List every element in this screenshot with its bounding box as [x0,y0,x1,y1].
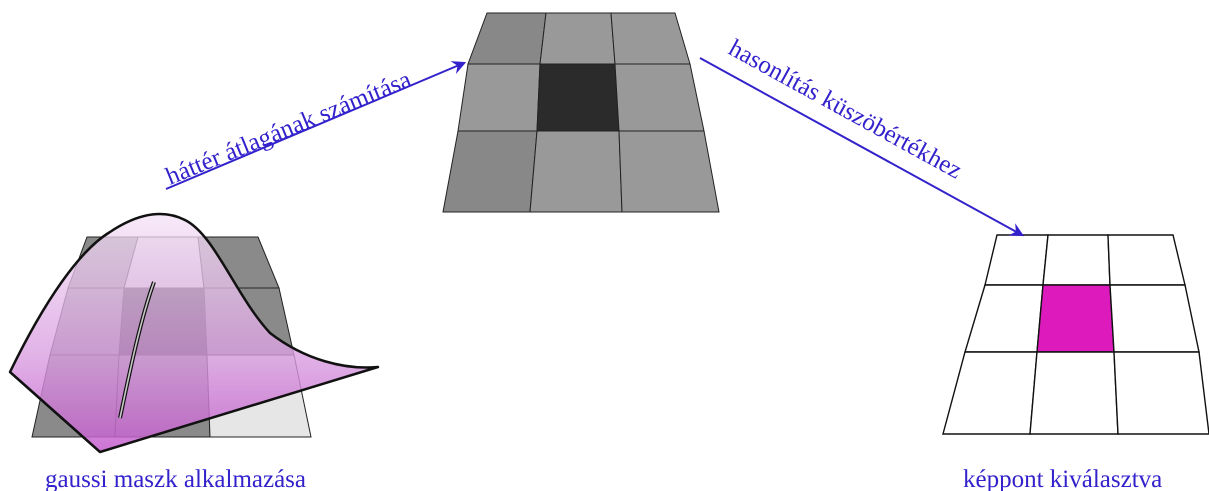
grid-cell [1109,284,1200,353]
step1-label: háttér átlagának számítása [162,66,415,191]
grid-cell [539,12,616,65]
grid-cell [457,63,541,132]
arrow-step1 [165,61,467,190]
grid-cell [1042,234,1111,286]
selected-pixel-grid [942,234,1209,435]
grid-cell [529,130,623,213]
grid-cell [984,234,1049,286]
grid-cell [614,63,705,132]
grid-cell [610,12,691,65]
step2-label: hasonlítás küszöbértékhez [724,35,966,185]
arrow-step2 [699,57,1025,237]
grid-cell [467,12,547,65]
right-caption: képpont kiválasztva [963,466,1162,491]
grid-cell [1029,351,1119,435]
gaussian-surface [8,212,380,454]
left-caption: gaussi maszk alkalmazása [45,466,306,491]
grid-cell [942,351,1038,435]
grid-cell [1107,234,1186,286]
grid-cell [442,130,538,213]
selected-pixel [1036,284,1115,353]
background-average-grid [442,12,720,213]
grid-cell [964,284,1044,353]
grid-cell [1113,351,1209,435]
grid-cell [536,63,620,132]
grid-cell [618,130,720,213]
